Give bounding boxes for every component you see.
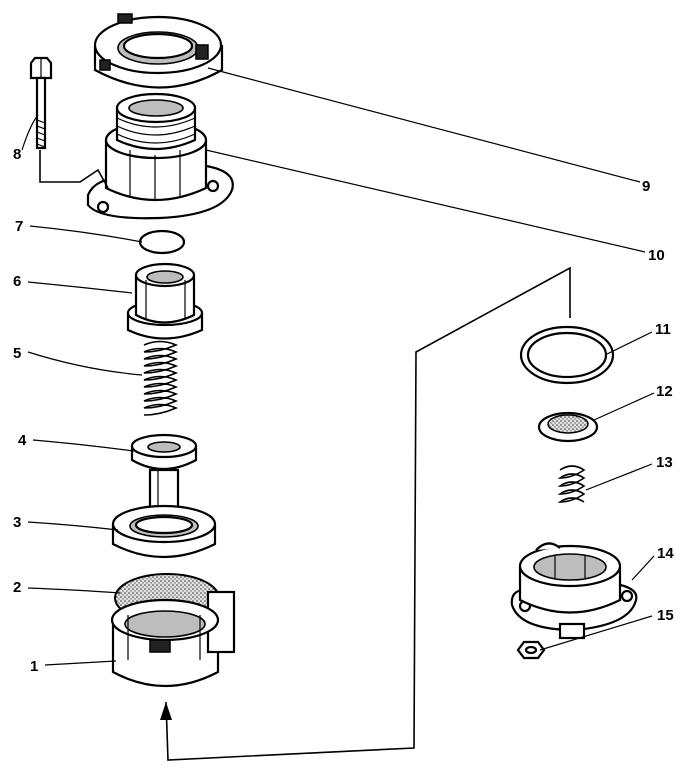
part-labels: 1 2 3 4 5 6 7 8 9 10 11 12 13 14 15 (13, 146, 674, 675)
label-15: 15 (657, 607, 674, 624)
label-4: 4 (18, 432, 27, 449)
part-5-spring (143, 340, 178, 416)
label-13: 13 (656, 454, 673, 471)
label-5: 5 (13, 345, 21, 362)
label-9: 9 (642, 178, 650, 195)
label-14: 14 (657, 545, 674, 562)
assembly-path-lines (39, 150, 571, 761)
label-11: 11 (655, 321, 671, 338)
label-8: 8 (13, 146, 21, 163)
part-8-bolt (29, 56, 53, 150)
part-15-hex-nut (516, 640, 546, 660)
label-3: 3 (13, 514, 21, 531)
label-12: 12 (656, 383, 673, 400)
part-1-housing (110, 590, 236, 687)
label-6: 6 (13, 273, 21, 290)
part-14-cover (510, 542, 638, 640)
part-9-lock-nut (93, 13, 224, 89)
label-2: 2 (13, 579, 21, 596)
part-6-sleeve (126, 262, 204, 340)
part-4-valve (130, 433, 198, 517)
part-7-gasket (138, 229, 186, 255)
label-7: 7 (15, 218, 23, 235)
arrow-up-icon (160, 702, 172, 720)
label-1: 1 (30, 658, 38, 675)
label-10: 10 (648, 247, 665, 264)
part-13-small-spring (557, 465, 586, 503)
leader-lines (21, 67, 655, 666)
part-11-o-ring (519, 325, 615, 385)
part-3-seat-ring (111, 504, 217, 558)
part-12-disc-filter (537, 411, 599, 443)
part-10-threaded-body (86, 92, 234, 220)
